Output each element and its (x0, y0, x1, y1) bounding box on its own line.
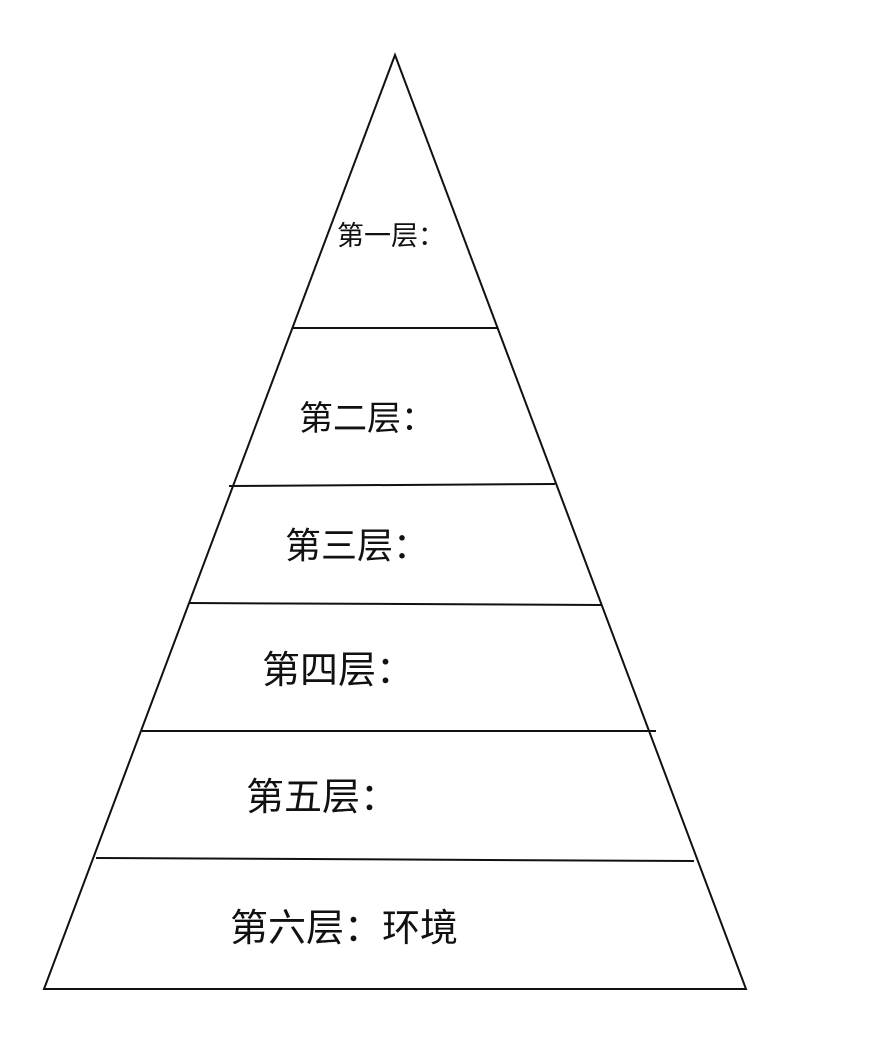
layer-1-label: 第一层： (337, 221, 445, 252)
layer-4-label: 第四层： (262, 648, 414, 692)
layer-6-label: 第六层：环境 (230, 906, 458, 950)
divider-5-6 (95, 857, 695, 862)
divider-3-4 (188, 602, 602, 606)
layer-2-label: 第二层： (299, 399, 435, 439)
layer-3-label: 第三层： (285, 526, 429, 567)
layer-5-label: 第五层： (246, 775, 398, 819)
divider-2-3 (228, 483, 556, 487)
pyramid-outline (42, 52, 748, 990)
